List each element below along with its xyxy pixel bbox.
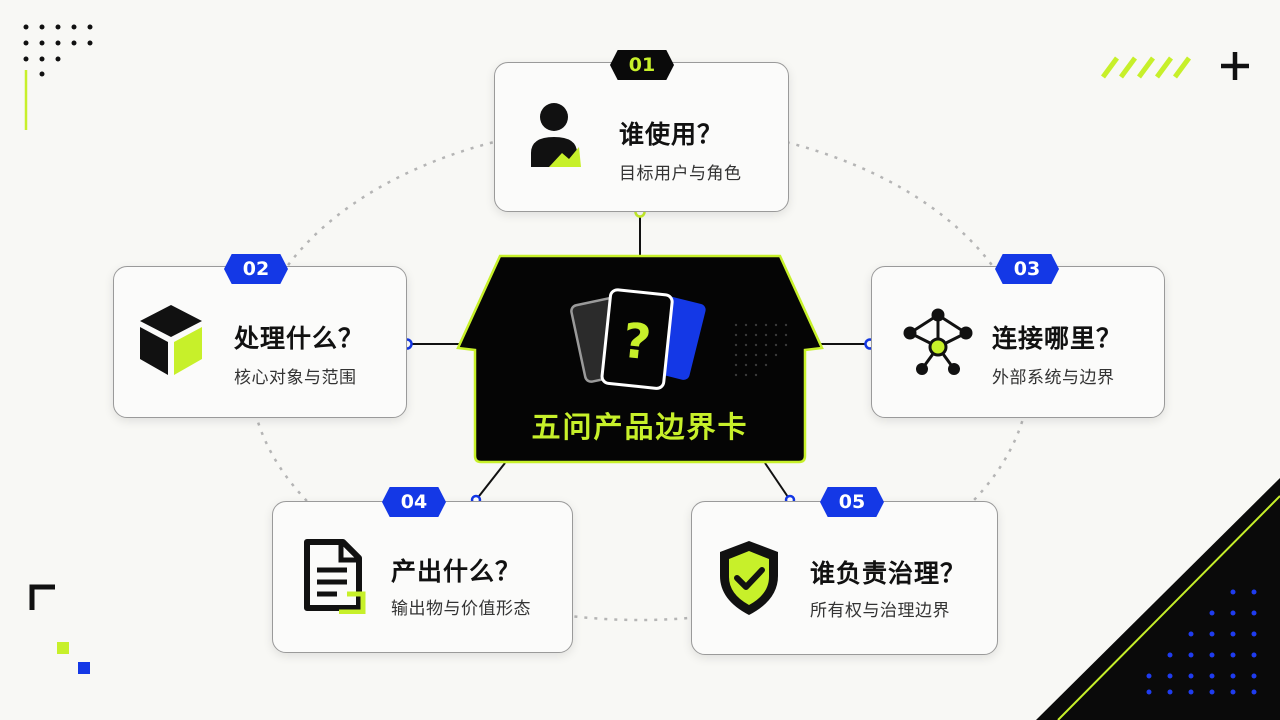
connectors bbox=[408, 212, 870, 501]
card-subtitle: 输出物与价值形态 bbox=[391, 599, 531, 619]
card-title: 谁使用？ bbox=[619, 120, 724, 149]
card-subtitle: 所有权与治理边界 bbox=[810, 601, 950, 621]
question-card-02: 处理什么？ 核心对象与范围 bbox=[113, 266, 407, 418]
card-title: 产出什么？ bbox=[391, 557, 522, 586]
badge-04: 04 bbox=[382, 487, 446, 517]
cube-icon bbox=[140, 305, 202, 375]
lime-slashes bbox=[1100, 56, 1192, 79]
center-title: 五问产品边界卡 bbox=[531, 410, 749, 444]
blue-dot-grid bbox=[1146, 589, 1257, 695]
badge-02: 02 bbox=[224, 254, 288, 284]
badge-05: 05 bbox=[820, 487, 884, 517]
document-icon bbox=[304, 539, 366, 614]
question-card-05: 谁负责治理？ 所有权与治理边界 bbox=[691, 501, 998, 655]
question-card-01: 谁使用？ 目标用户与角色 bbox=[494, 62, 789, 212]
plus-icon bbox=[1221, 52, 1249, 80]
card-subtitle: 外部系统与边界 bbox=[992, 368, 1115, 388]
corner-lime-line bbox=[1057, 495, 1280, 720]
shield-check-icon bbox=[720, 541, 778, 615]
hub-dot-texture bbox=[734, 323, 788, 377]
corner-triangle bbox=[1036, 478, 1280, 720]
corner-bracket bbox=[29, 584, 55, 610]
dot-grid-top-left bbox=[23, 24, 93, 77]
card-subtitle: 目标用户与角色 bbox=[619, 164, 742, 184]
card-subtitle: 核心对象与范围 bbox=[234, 368, 357, 388]
question-cards-icon: ? bbox=[570, 288, 706, 390]
badge-03: 03 bbox=[995, 254, 1059, 284]
lime-square bbox=[57, 642, 69, 654]
user-icon bbox=[531, 103, 581, 167]
question-card-04: 产出什么？ 输出物与价值形态 bbox=[272, 501, 573, 653]
badge-01: 01 bbox=[610, 50, 674, 80]
network-icon bbox=[903, 308, 973, 375]
question-card-03: 连接哪里？ 外部系统与边界 bbox=[871, 266, 1165, 418]
card-title: 谁负责治理？ bbox=[810, 559, 967, 588]
svg-text:?: ? bbox=[620, 313, 654, 372]
card-title: 处理什么？ bbox=[234, 324, 365, 353]
blue-square bbox=[78, 662, 90, 674]
card-title: 连接哪里？ bbox=[992, 324, 1123, 353]
